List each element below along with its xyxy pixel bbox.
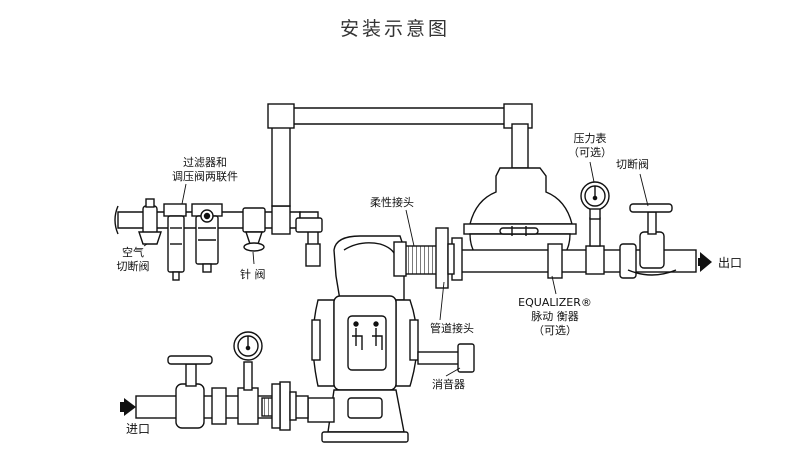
diaphragm-pump	[307, 235, 419, 443]
filter-regulator-label-line2: 调压阀两联件	[172, 170, 238, 183]
equalizer-label-line2: 脉动 衡器	[531, 310, 579, 323]
outlet-shutoff-label: 切断阀	[616, 158, 649, 171]
outlet-shutoff-valve	[627, 203, 677, 276]
air-shutoff-valve	[138, 198, 162, 245]
needle-valve	[242, 207, 266, 252]
discharge-line	[399, 181, 697, 289]
diagram-title: 安装示意图	[339, 18, 450, 40]
air-valve-label-line1: 空气	[122, 246, 144, 259]
equalizer-label-line1: EQUALIZER®	[518, 296, 592, 309]
muffler-label: 消音器	[432, 378, 465, 391]
filter-regulator-unit	[163, 203, 223, 281]
pressure-gauge-label-line2: （可选）	[568, 146, 612, 159]
equalizer-label-line3: （可选）	[533, 324, 577, 337]
air-valve-label: 空气 切断阀	[108, 246, 158, 274]
pressure-gauge-label-line1: 压力表	[573, 132, 607, 145]
flex-joint-label: 柔性接头	[370, 196, 414, 209]
filter-regulator-label-line1: 过滤器和	[183, 156, 227, 169]
pipe-joint-label: 管道接头	[430, 322, 474, 335]
inlet-label: 进口	[126, 422, 151, 436]
air-supply-line	[114, 198, 301, 281]
air-valve-label-line2: 切断阀	[116, 260, 150, 273]
equalizer-label: EQUALIZER® 脉动 衡器 （可选）	[500, 296, 610, 338]
leader-lines	[143, 161, 649, 377]
pressure-gauge-label: 压力表 （可选）	[556, 132, 624, 160]
overhead-pipe	[267, 103, 533, 267]
suction-line	[135, 331, 309, 431]
filter-regulator-label: 过滤器和 调压阀两联件	[150, 156, 260, 184]
inlet-shutoff-valve	[175, 383, 205, 429]
muffler	[417, 343, 475, 373]
needle-valve-label: 针 阀	[240, 268, 266, 281]
outlet-label: 出口	[718, 256, 743, 270]
